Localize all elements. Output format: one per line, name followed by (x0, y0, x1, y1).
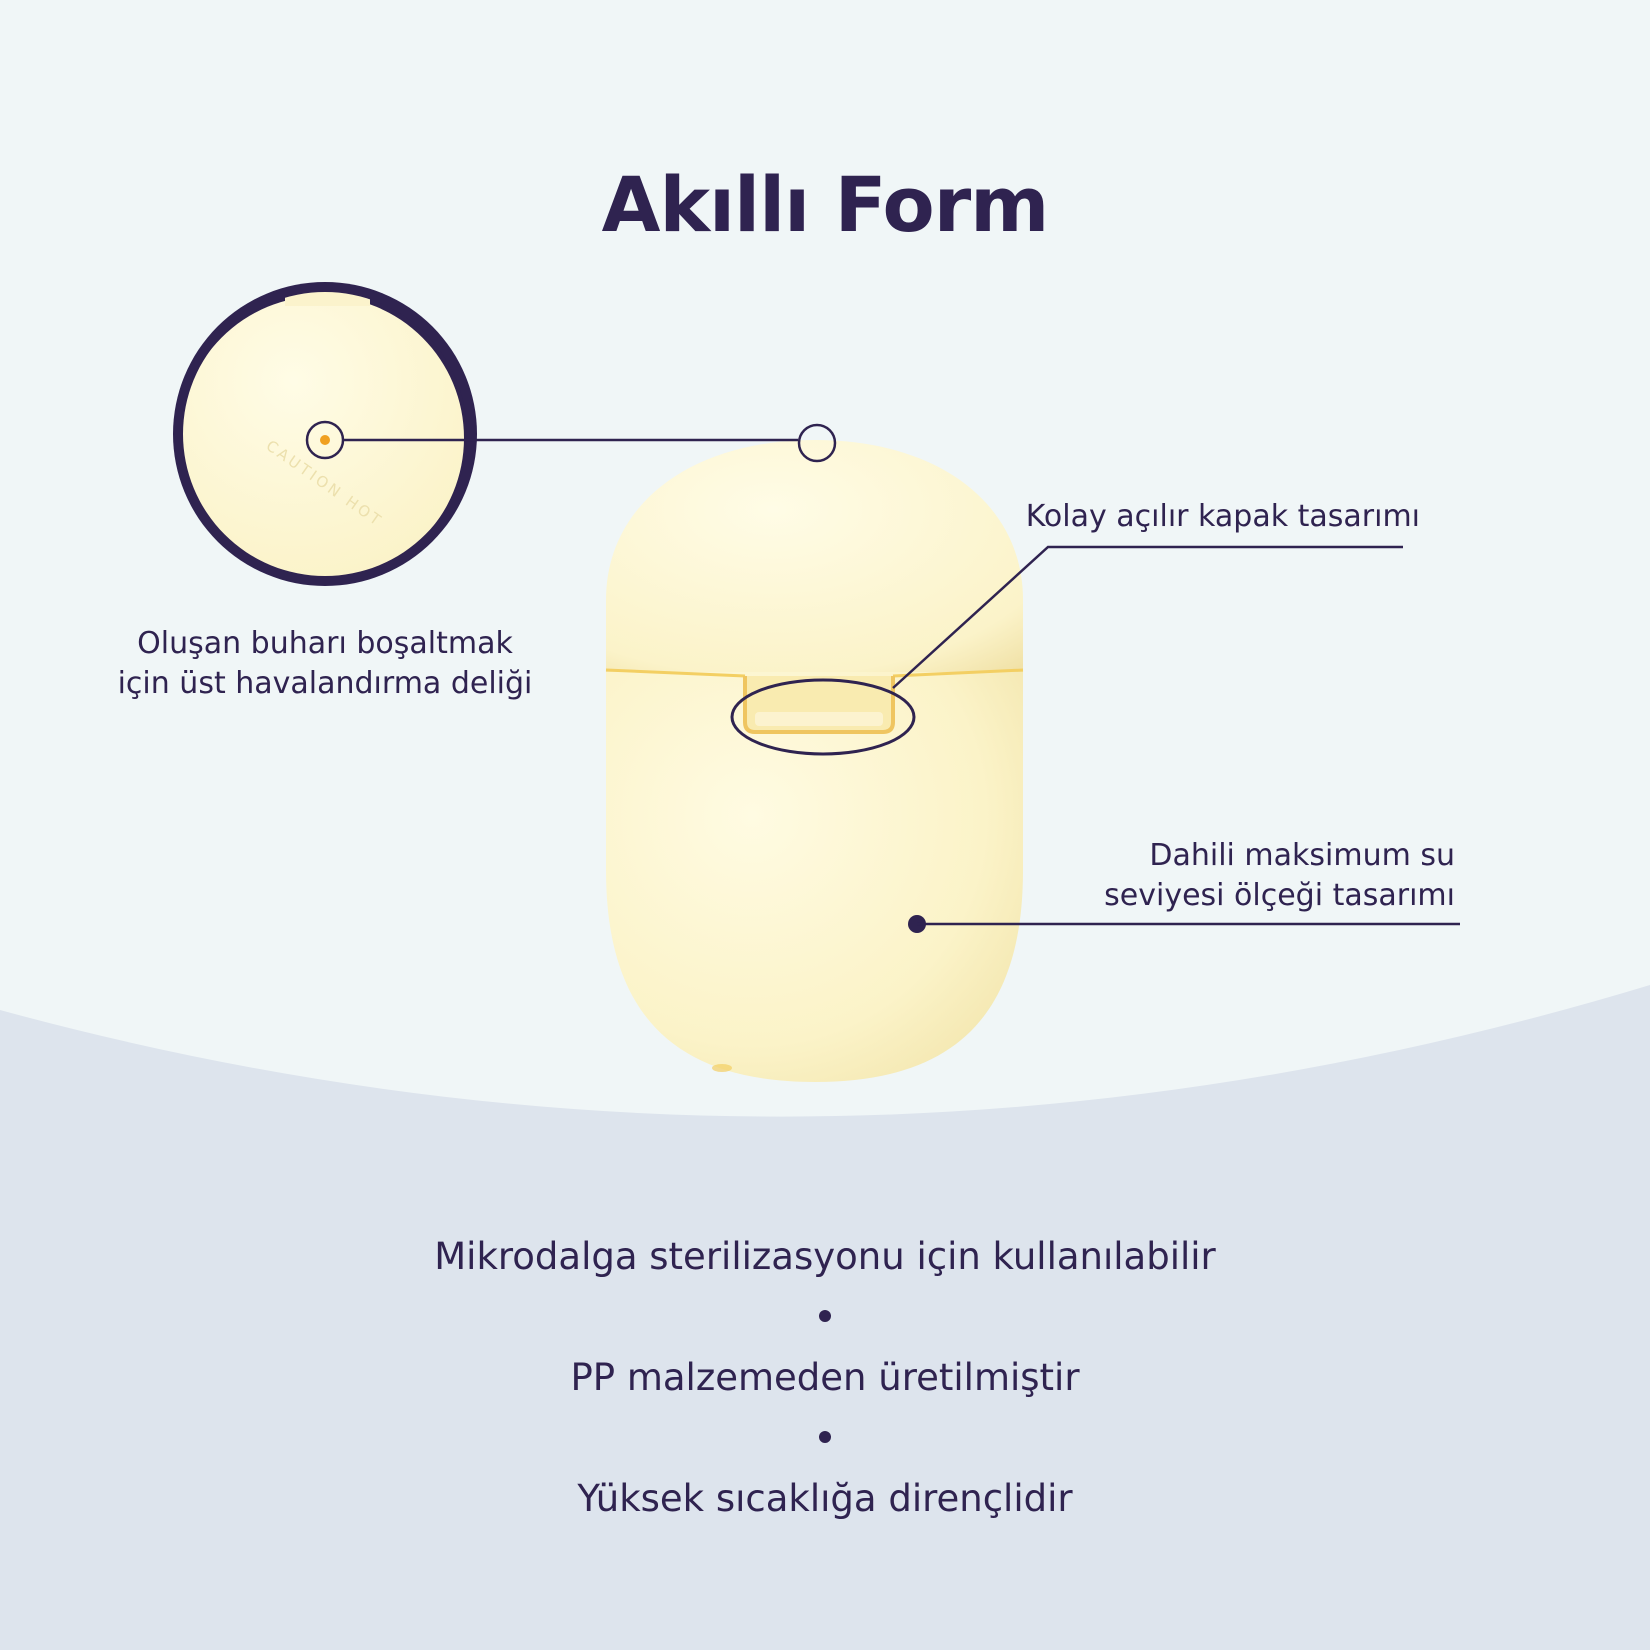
vent-callout-line2: için üst havalandırma deliği (117, 666, 533, 701)
vent-detail-zoom: CAUTION HOT (173, 282, 477, 586)
scale-callout-line2: seviyesi ölçeği tasarımı (1104, 878, 1455, 913)
lid-seam (605, 668, 1024, 678)
lid-callout-text: Kolay açılır kapak tasarımı (1025, 499, 1420, 534)
feature-item: PP malzemeden üretilmiştir (570, 1356, 1080, 1399)
container-lid (606, 440, 1023, 672)
scale-callout-line1: Dahili maksimum su (1149, 838, 1455, 873)
vent-hole-dot (320, 435, 330, 445)
vent-callout-line1: Oluşan buharı boşaltmak (137, 626, 513, 661)
bullet-separator (819, 1431, 831, 1443)
feature-item: Mikrodalga sterilizasyonu için kullanıla… (434, 1235, 1216, 1278)
feature-item: Yüksek sıcaklığa dirençlidir (577, 1477, 1073, 1520)
vent-callout: Oluşan buharı boşaltmak için üst havalan… (110, 624, 540, 704)
bullet-separator (819, 1310, 831, 1322)
lid-callout: Kolay açılır kapak tasarımı (1000, 497, 1420, 537)
scale-callout: Dahili maksimum su seviyesi ölçeği tasar… (1020, 836, 1455, 916)
page-title: Akıllı Form (601, 160, 1050, 249)
sterilizer-container (605, 440, 1024, 1082)
feature-list: Mikrodalga sterilizasyonu için kullanıla… (0, 1232, 1650, 1524)
lid-callout-line (892, 545, 1403, 689)
latch-highlight-ellipse (730, 678, 916, 756)
container-body (606, 672, 1023, 1082)
lid-top-marker (797, 423, 837, 463)
